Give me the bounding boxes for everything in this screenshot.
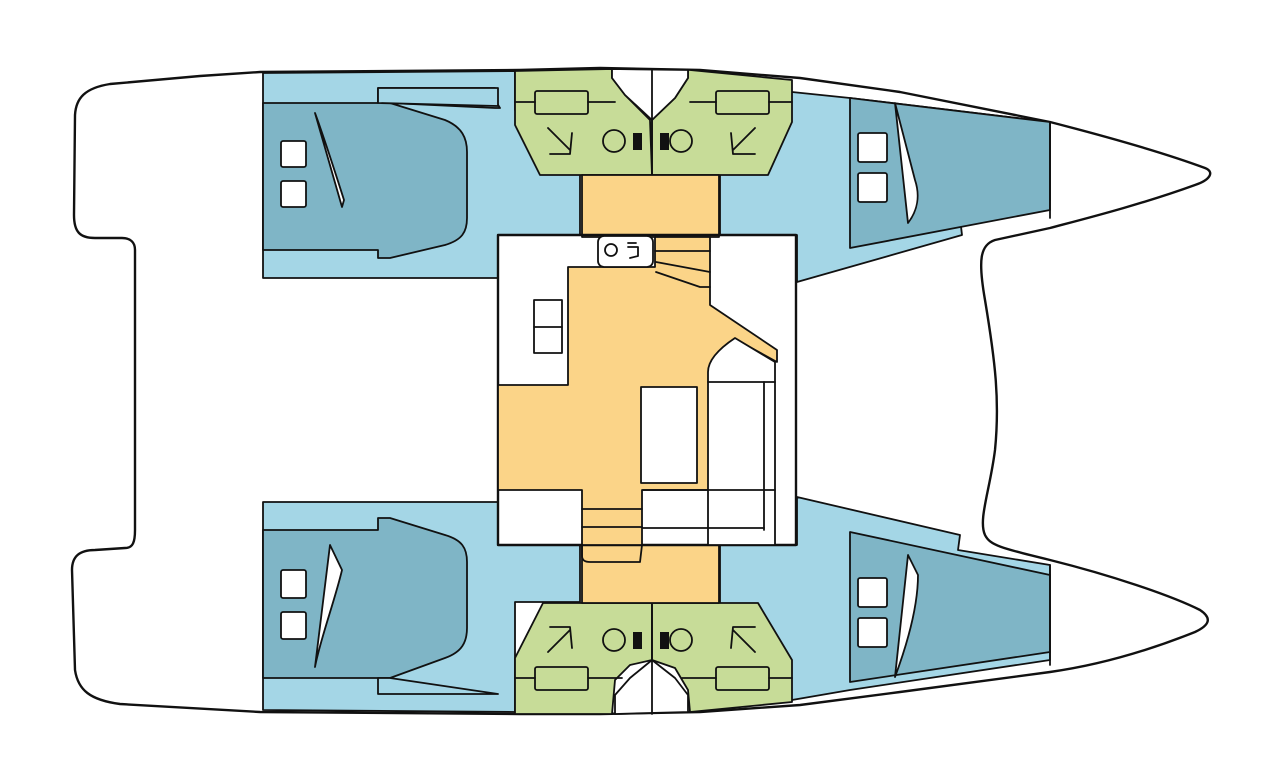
pillow-icon bbox=[280, 611, 307, 640]
pillow-icon bbox=[857, 577, 888, 608]
sink-icon bbox=[547, 626, 573, 653]
shower-tray-icon bbox=[534, 666, 589, 691]
hatch-icon bbox=[894, 102, 919, 224]
pillow-icon bbox=[280, 569, 307, 599]
head-divider-notch bbox=[611, 68, 689, 121]
hatch-icon bbox=[894, 554, 919, 678]
saloon-seat bbox=[707, 337, 776, 546]
cabin-stbd-aft-step bbox=[377, 677, 499, 695]
pillow-icon bbox=[280, 180, 307, 208]
galley-sink-icon bbox=[597, 235, 654, 268]
pillow-icon bbox=[857, 617, 888, 648]
cabin-stbd-aft bbox=[262, 517, 468, 679]
shower-tray-icon bbox=[715, 666, 770, 691]
saloon-passage-bottom bbox=[581, 544, 720, 604]
shower-tray-icon bbox=[715, 90, 770, 115]
pillow-icon bbox=[857, 132, 888, 163]
toilet-icon bbox=[669, 129, 693, 153]
hatch-icon bbox=[314, 544, 343, 668]
toilet-icon bbox=[602, 628, 626, 652]
hull-outline bbox=[70, 66, 1212, 716]
shower-tray-icon bbox=[534, 90, 589, 115]
toilet-icon bbox=[669, 628, 693, 652]
sink-icon bbox=[730, 626, 756, 653]
pillow-icon bbox=[280, 140, 307, 168]
cabin-port-aft-step bbox=[377, 87, 499, 107]
sink-icon bbox=[547, 127, 573, 155]
saloon-table bbox=[640, 386, 698, 484]
hatch-icon bbox=[314, 112, 345, 208]
toilet-icon bbox=[602, 129, 626, 153]
sink-icon bbox=[730, 127, 756, 155]
saloon-passage-top bbox=[581, 174, 720, 238]
pillow-icon bbox=[857, 172, 888, 203]
cabin-port-aft bbox=[262, 87, 501, 259]
